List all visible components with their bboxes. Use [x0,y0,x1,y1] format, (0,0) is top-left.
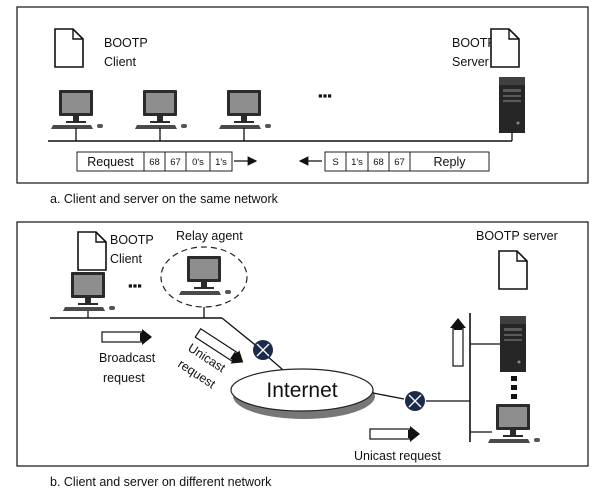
client-document-icon [54,28,84,68]
reply-frame: S 1's 68 67 Reply [324,151,490,172]
request-label: Request [87,155,134,169]
bootp-server-label: BOOTP server [476,229,558,243]
panel-a-frame [16,6,589,184]
request-field-3: 0's [192,157,204,168]
broadcast-packet-arrow [101,329,152,345]
client-computer-icon-1 [51,90,103,129]
client-computer-icon-3 [219,90,271,129]
reply-field-2: 1's [351,157,363,168]
panel-b-frame [16,221,589,467]
reply-field-1: S [332,157,338,168]
more-clients-ellipsis: ▪▪▪ [318,88,332,103]
reply-label: Reply [434,155,467,169]
server-side-computer-icon [488,404,540,443]
dot-connector-2 [511,385,517,390]
relay-agent-label: Relay agent [176,229,243,243]
dot-connector-3 [511,394,517,399]
caption-b: b. Client and server on different networ… [50,475,272,489]
broadcast-label-line2: request [103,371,145,385]
server-document-icon-b [498,250,528,290]
client-label-line2: Client [104,55,136,69]
request-field-1: 68 [149,157,160,168]
server-label-line1: BOOTP [452,36,496,50]
client-document-icon-b [77,231,107,271]
reply-field-3: 68 [373,157,384,168]
unicast-packet-arrow [369,426,420,442]
server-tower-icon [499,77,525,133]
client-label-line1: BOOTP [104,36,148,50]
more-clients-ellipsis-b: ▪▪▪ [128,278,142,293]
internet-label: Internet [266,379,337,402]
server-tower-icon-b [500,316,526,372]
server-label-line2: Server [452,55,489,69]
dot-connector-1 [511,376,517,381]
client-computer-icon-b [63,272,115,311]
client-label-b-line1: BOOTP [110,233,154,247]
request-frame: Request 68 67 0's 1's [76,151,233,172]
request-field-2: 67 [170,157,181,168]
client-label-b-line2: Client [110,252,142,266]
upward-packet-arrow [450,318,466,367]
broadcast-label-line1: Broadcast [99,351,156,365]
caption-a: a. Client and server on the same network [50,192,279,206]
reply-field-4: 67 [394,157,405,168]
server-document-icon [490,28,520,68]
diagonal-unicast-packet-arrow [194,327,244,364]
client-router-icon [252,339,274,361]
relay-agent-computer-icon [179,256,231,295]
request-field-4: 1's [215,157,227,168]
server-router-icon [404,390,426,412]
internet-cloud [230,368,374,412]
unicast-request-label: Unicast request [354,449,441,463]
relay-agent-outline [160,246,248,308]
client-computer-icon-2 [135,90,187,129]
